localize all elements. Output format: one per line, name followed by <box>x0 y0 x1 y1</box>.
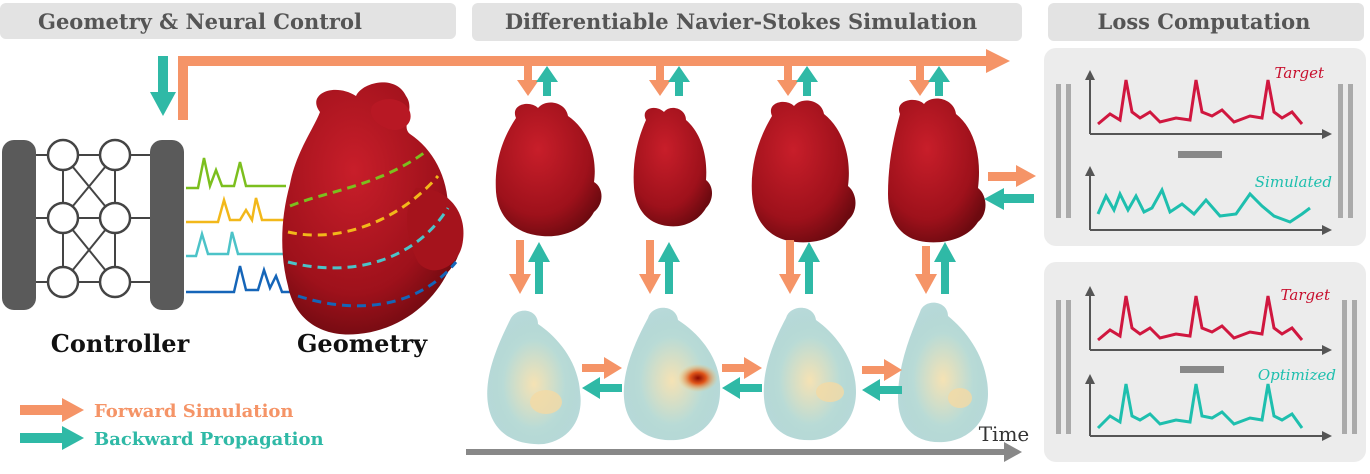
legend-forward-text: Forward Simulation <box>94 401 294 422</box>
geometry-label: Geometry <box>297 329 428 358</box>
heart-frame-4 <box>888 98 986 243</box>
time-axis <box>466 442 1022 462</box>
geometry-heart <box>282 82 464 335</box>
target-label-bottom: Target <box>1281 286 1331 304</box>
legend-backward: Backward Propagation <box>20 426 324 450</box>
header-geometry-control: Geometry & Neural Control <box>0 3 456 39</box>
simulated-label: Simulated <box>1255 173 1332 191</box>
sim-column-4 <box>888 66 988 443</box>
geom-arrows-3 <box>777 66 818 96</box>
sim-arrows-1 <box>509 240 550 294</box>
top-forward-arrow <box>178 49 1010 120</box>
flow-volume-2 <box>623 307 721 441</box>
sim-column-1 <box>487 66 602 445</box>
legend-backward-text: Backward Propagation <box>94 429 324 450</box>
controller <box>2 138 184 310</box>
flow-volume-1 <box>487 310 581 445</box>
optimized-curve <box>1096 383 1304 430</box>
target-curve-top <box>1097 79 1304 126</box>
header-loss-text: Loss Computation <box>1098 9 1311 34</box>
heart-frame-3 <box>751 100 856 243</box>
heart-frame-2 <box>633 107 712 227</box>
header-loss: Loss Computation <box>1048 3 1364 41</box>
backward-arrow-into-controller <box>150 56 176 116</box>
minus-sign-top <box>1178 151 1222 158</box>
flow-step-arrows-1 <box>582 357 622 399</box>
loss-panel-top: Target Simulated <box>1044 48 1366 246</box>
sim-column-3 <box>751 66 856 441</box>
control-signals <box>186 157 298 294</box>
controller-label: Controller <box>51 329 190 358</box>
time-label: Time <box>979 422 1030 446</box>
geom-arrows-1 <box>517 66 558 96</box>
sim-arrows-2 <box>639 240 680 294</box>
flow-volume-3 <box>763 307 856 441</box>
simulated-curve <box>1096 186 1311 224</box>
legend: Forward Simulation Backward Propagation <box>20 398 324 450</box>
loss-panel-bottom: Target Optimized <box>1044 262 1366 462</box>
legend-forward: Forward Simulation <box>20 398 294 422</box>
sim-arrows-3 <box>779 240 820 294</box>
sim-column-2 <box>623 66 721 441</box>
header-simulation: Differentiable Navier-Stokes Simulation <box>472 3 1022 41</box>
loss-exchange-arrows <box>984 165 1036 210</box>
optimized-label: Optimized <box>1258 366 1336 384</box>
header-geometry-control-text: Geometry & Neural Control <box>38 9 362 34</box>
geom-arrows-4 <box>909 66 950 96</box>
flow-volume-4 <box>898 302 988 443</box>
sim-arrows-4 <box>915 242 956 294</box>
header-simulation-text: Differentiable Navier-Stokes Simulation <box>505 9 977 34</box>
heart-frame-1 <box>495 102 602 237</box>
target-curve-bottom <box>1097 295 1304 342</box>
flow-step-arrows-2 <box>722 357 762 399</box>
target-label-top: Target <box>1275 64 1325 82</box>
minus-sign-bottom <box>1180 366 1224 373</box>
flow-step-arrows-3 <box>862 359 902 401</box>
geom-arrows-2 <box>649 66 690 96</box>
